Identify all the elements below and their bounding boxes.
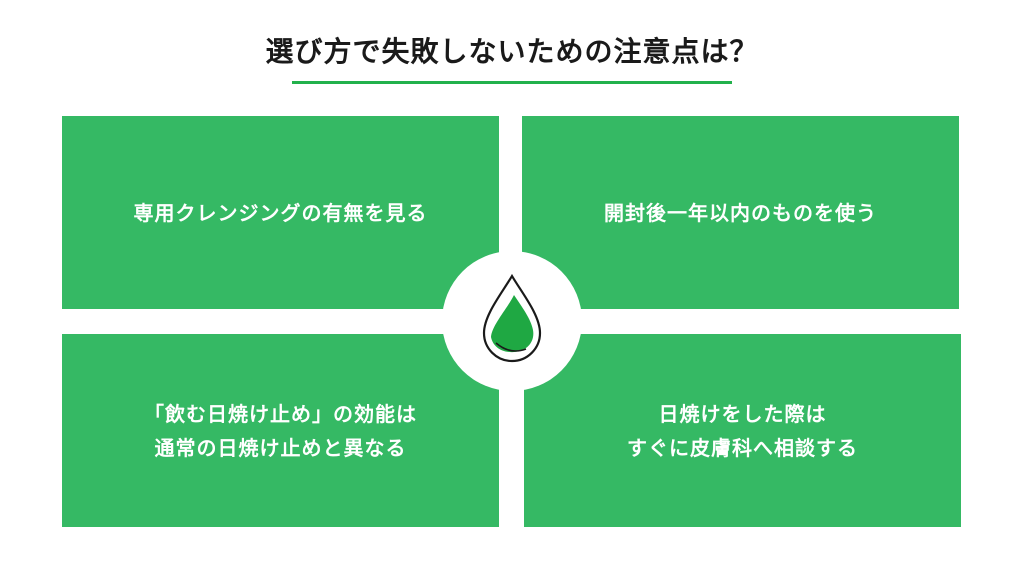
center-hub: [442, 251, 582, 391]
tip-text: 開封後一年以内のものを使う: [604, 200, 877, 225]
title-underline: [292, 81, 732, 84]
tip-panel-expiry: 開封後一年以内のものを使う: [522, 116, 959, 309]
page-title: 選び方で失敗しないための注意点は？: [265, 35, 759, 68]
water-drop-icon: [480, 273, 544, 369]
tip-panel-oral-sunscreen: 「飲む日焼け止め」の効能は 通常の日焼け止めと異なる: [62, 334, 499, 527]
tip-panel-cleansing: 専用クレンジングの有無を見る: [62, 116, 499, 309]
tip-text: 専用クレンジングの有無を見る: [133, 200, 428, 225]
tip-text: 日焼けをした際は すぐに皮膚科へ相談する: [627, 401, 858, 460]
tip-panel-dermatologist: 日焼けをした際は すぐに皮膚科へ相談する: [524, 334, 961, 527]
tip-text: 「飲む日焼け止め」の効能は 通常の日焼け止めと異なる: [144, 401, 417, 460]
